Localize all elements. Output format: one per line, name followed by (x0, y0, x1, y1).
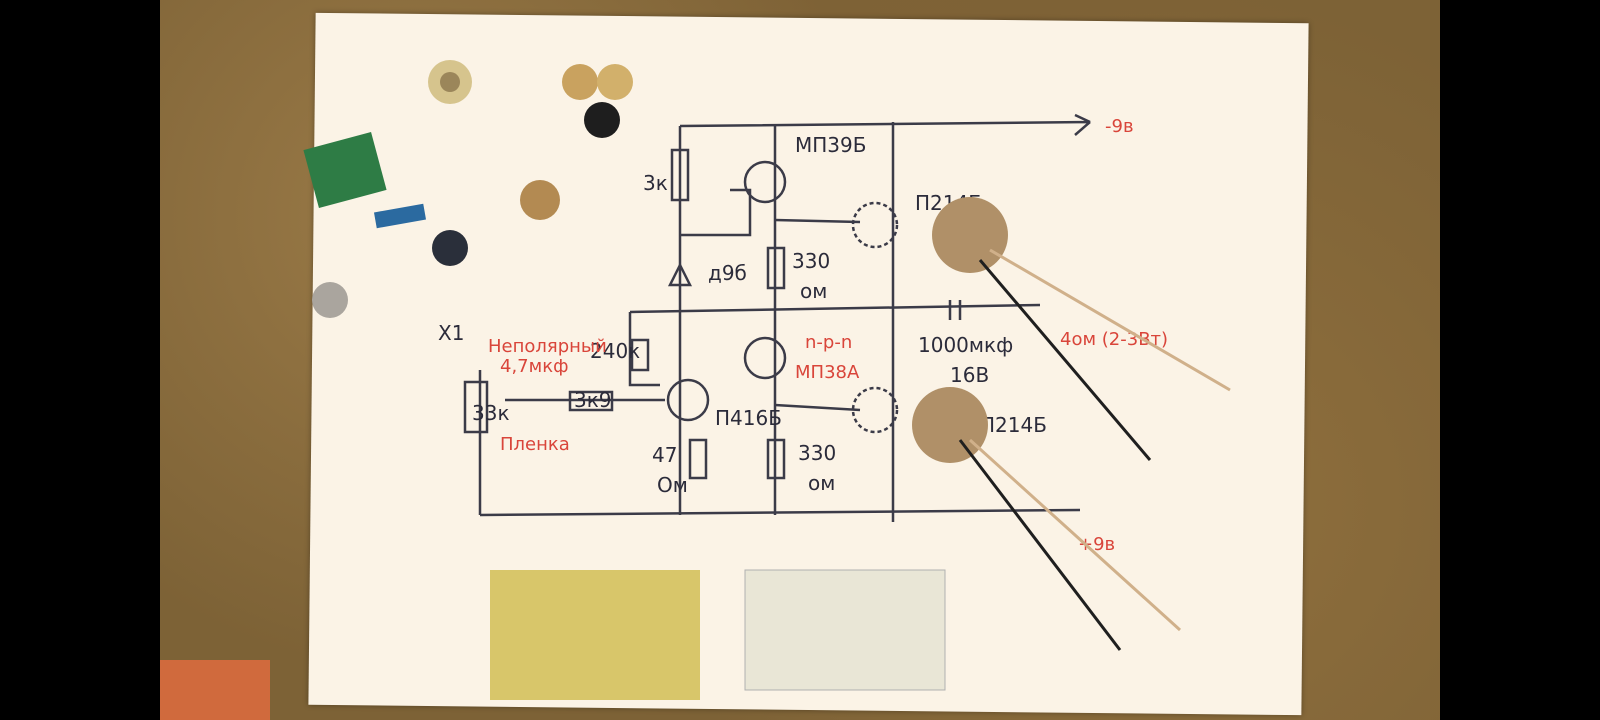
black-transistor (584, 102, 620, 138)
label-t1: МП39Б (795, 133, 866, 157)
label-om-top: ом (800, 279, 827, 303)
transistors (666, 160, 899, 434)
letterbox-left (0, 0, 160, 720)
transistor-t1 (743, 160, 787, 204)
transistor-loose (520, 180, 560, 220)
box-corner (160, 660, 270, 720)
label-cap-out-2: 16В (950, 363, 989, 387)
resistor-33k (463, 380, 489, 434)
resistor-240k (630, 338, 650, 372)
transistor-t2 (851, 201, 899, 249)
label-t4: П416Б (715, 406, 782, 430)
label-input: Х1 (438, 321, 464, 345)
label-t5: П214Б (980, 413, 1047, 437)
loose-components (160, 60, 1231, 720)
label-r-240k: 240к (590, 339, 640, 363)
resistor-330-bot (766, 438, 786, 480)
resistor-blue (373, 203, 427, 229)
schematic-drawing: -9в +9в МП39Б П214Б n-p-n МП38А П416Б П2… (160, 60, 1231, 720)
electrolytic-capacitor (432, 230, 468, 266)
label-om-47: Ом (657, 473, 688, 497)
resistor-47 (688, 438, 708, 480)
resistor-3k (670, 148, 690, 202)
output-capacitor (948, 300, 962, 320)
label-t3: МП38А (795, 362, 860, 383)
power-transistor-2 (912, 387, 988, 463)
small-transistor-b (597, 64, 633, 100)
label-cap-1: Неполярный (488, 336, 607, 357)
resistor-330-top (766, 246, 786, 290)
label-r-3k9: 3к9 (574, 388, 612, 412)
transistor-t3 (743, 336, 787, 380)
label-diode: д9б (708, 261, 747, 285)
transistor-t4 (666, 378, 710, 422)
label-r-33k: 33к (472, 401, 510, 425)
wires (478, 113, 1091, 522)
resistor-3k9 (568, 390, 614, 412)
label-plenka: Пленка (500, 434, 570, 455)
label-r-47: 47 (652, 443, 677, 467)
pcb-layout-drawing (744, 569, 946, 691)
label-speaker: 4ом (2-3Вт) (1060, 329, 1168, 350)
label-r-330-bot: 330 (798, 441, 836, 465)
lead-1 (989, 248, 1231, 392)
label-r-330-top: 330 (792, 249, 830, 273)
pcb-board (490, 570, 700, 700)
label-cap-2: 4,7мкф (500, 356, 568, 377)
resistors (463, 148, 962, 480)
label-t3-type: n-p-n (805, 332, 852, 353)
small-transistor-a (562, 64, 598, 100)
labels: -9в +9в МП39Б П214Б n-p-n МП38А П416Б П2… (438, 116, 1168, 555)
power-transistor-1 (932, 197, 1008, 273)
film-capacitor (303, 131, 387, 209)
washer (312, 282, 348, 318)
label-om-bot: ом (808, 471, 835, 495)
transistor-t5 (851, 386, 899, 434)
diode-symbol (667, 262, 693, 287)
label-r-3k: 3к (643, 171, 668, 195)
label-supply-pos: +9в (1078, 534, 1115, 555)
label-supply-neg: -9в (1105, 116, 1134, 137)
photo-scene: -9в +9в МП39Б П214Б n-p-n МП38А П416Б П2… (160, 0, 1440, 720)
label-cap-out-1: 1000мкф (918, 333, 1013, 357)
letterbox-right (1440, 0, 1600, 720)
